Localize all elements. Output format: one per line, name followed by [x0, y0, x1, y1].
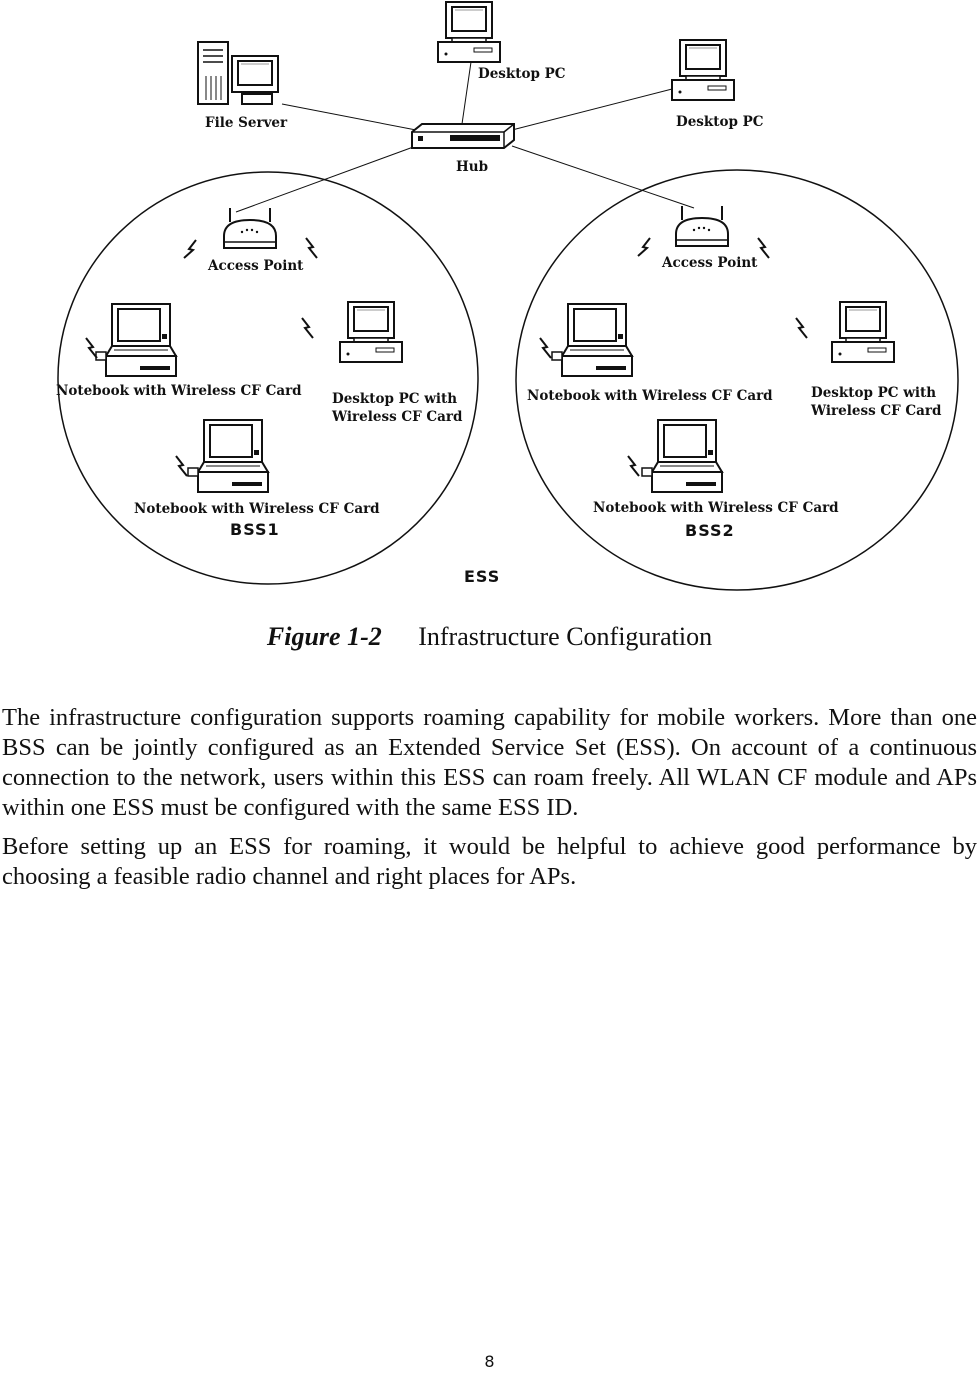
hub-icon — [411, 123, 515, 149]
file-server-label: File Server — [205, 115, 288, 131]
wireless-signal-icon — [627, 455, 640, 477]
bss1-desktop-label-line2: Wireless CF Card — [331, 409, 463, 425]
figure-number: Figure 1-2 — [266, 622, 382, 651]
link-fileserver-hub — [281, 103, 417, 131]
file-server-icon — [197, 41, 279, 105]
desktop-pc-top-label: Desktop PC — [478, 66, 566, 82]
body-paragraph-2: Before setting up an ESS for roaming, it… — [2, 833, 977, 890]
wireless-signal-icon — [539, 337, 552, 359]
bss1-desktop-label-line1: Desktop PC with — [332, 391, 457, 407]
notebook-icon — [641, 419, 723, 493]
wireless-signal-icon — [757, 237, 770, 259]
bss1-label: BSS1 — [230, 520, 280, 539]
notebook-icon — [95, 303, 177, 377]
ess-label: ESS — [464, 567, 500, 586]
bss1-access-point-label: Access Point — [207, 258, 304, 274]
bss2-notebook-1-label: Notebook with Wireless CF Card — [527, 388, 773, 404]
desktop-pc-icon — [832, 302, 894, 362]
wireless-signal-icon — [183, 239, 197, 259]
link-desktop-right-hub — [511, 87, 677, 131]
wireless-signal-icon — [301, 317, 314, 339]
notebook-icon — [551, 303, 633, 377]
bss1-notebook-1-label: Notebook with Wireless CF Card — [56, 383, 302, 399]
body-paragraph-1: The infrastructure configuration support… — [2, 704, 977, 821]
page-number: 8 — [484, 1352, 495, 1371]
bss2-desktop-label-line2: Wireless CF Card — [810, 403, 942, 419]
bss1-boundary — [57, 171, 479, 585]
link-hub-ap1 — [235, 145, 417, 213]
wireless-signal-icon — [795, 317, 808, 339]
wireless-signal-icon — [305, 237, 318, 259]
bss2-label: BSS2 — [685, 521, 735, 540]
bss1-notebook-2-label: Notebook with Wireless CF Card — [134, 501, 380, 517]
wireless-signal-icon — [85, 337, 98, 359]
bss2-boundary — [515, 169, 959, 591]
bss2-notebook-2-label: Notebook with Wireless CF Card — [593, 500, 839, 516]
access-point-icon — [675, 205, 729, 247]
bss2-access-point-label: Access Point — [661, 255, 758, 271]
wireless-signal-icon — [175, 455, 188, 477]
link-hub-ap2 — [511, 145, 695, 209]
desktop-pc-icon — [672, 40, 734, 100]
desktop-pc-icon — [438, 2, 500, 62]
hub-label: Hub — [456, 159, 488, 175]
wireless-signal-icon — [637, 237, 651, 257]
bss2-desktop-label-line1: Desktop PC with — [811, 385, 936, 401]
desktop-pc-icon — [340, 302, 402, 362]
figure-caption: Figure 1-2 Infrastructure Configuration — [0, 622, 979, 652]
network-diagram: File Server Desktop PC Desktop PC Hub Ac… — [56, 0, 959, 591]
figure-title: Infrastructure Configuration — [418, 622, 713, 651]
link-desktop-top-hub — [461, 61, 472, 125]
notebook-icon — [187, 419, 269, 493]
desktop-pc-right-label: Desktop PC — [676, 114, 764, 130]
access-point-icon — [223, 207, 277, 249]
